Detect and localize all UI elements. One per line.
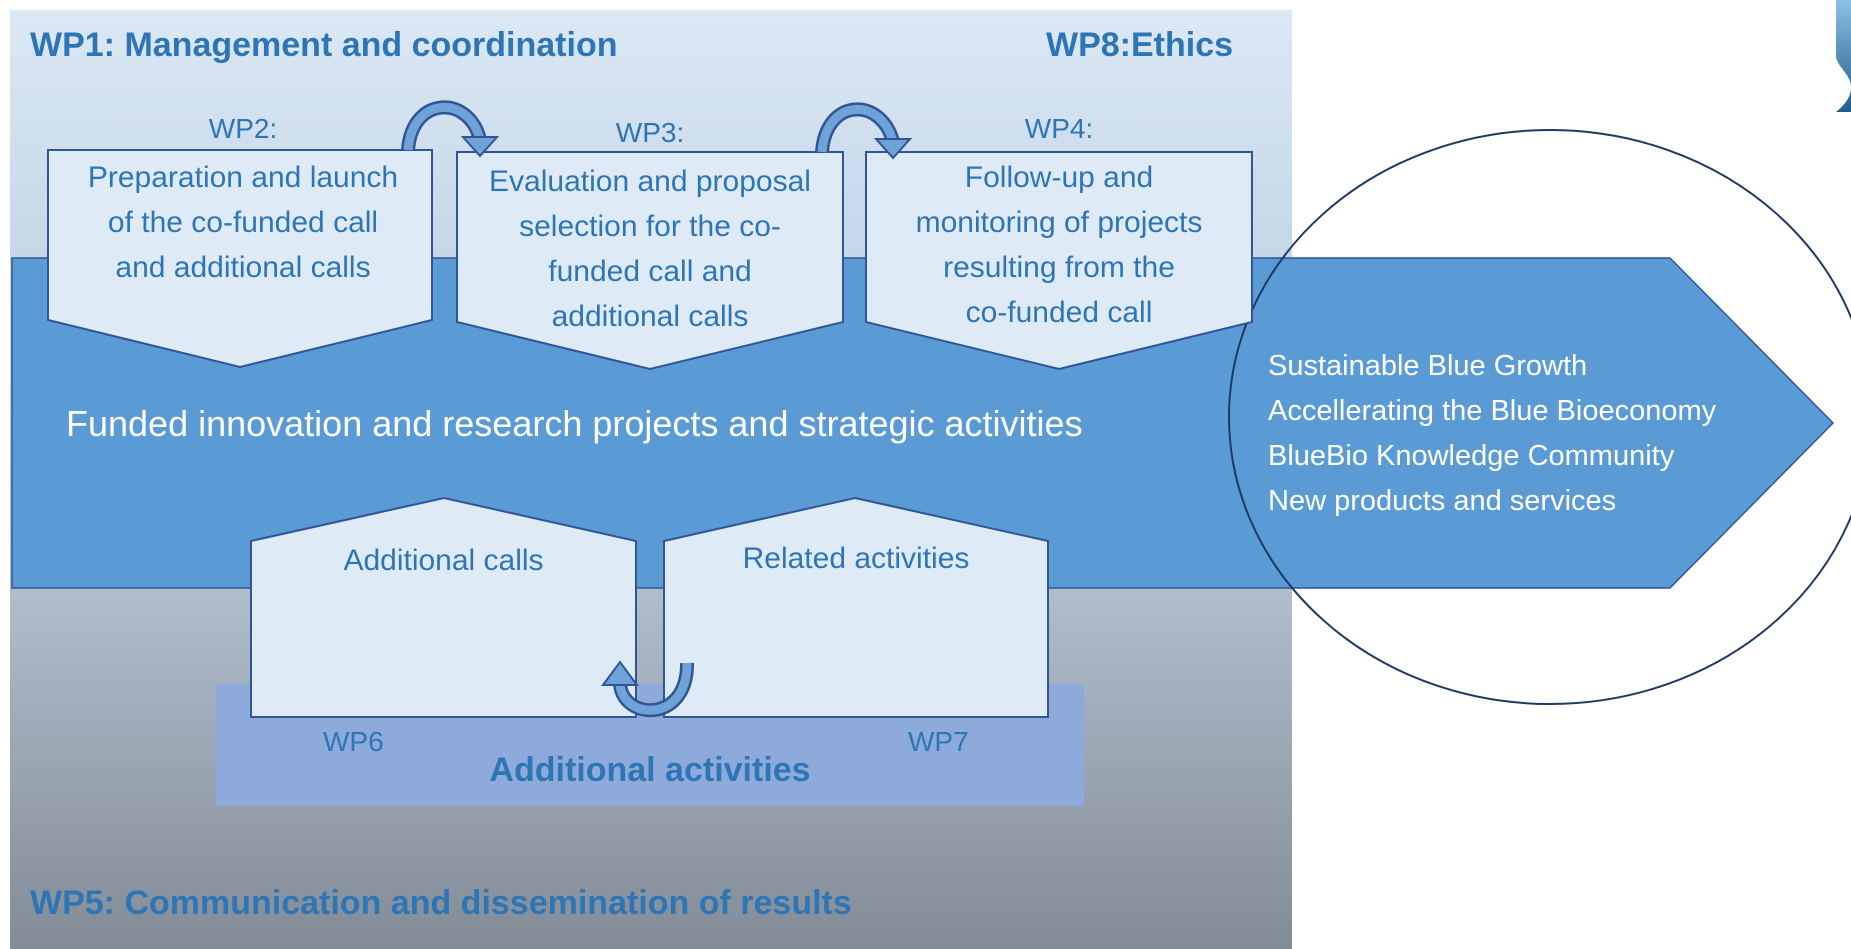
wp7-box-text: Related activities [742,542,970,575]
wp3-pentagon [456,151,844,371]
wp2-pentagon [47,149,433,369]
wp4-label: WP4: [1024,113,1094,144]
outcome-item: Accellerating the Blue Bioeconomy [1268,395,1717,427]
outcomes-ellipse [1228,129,1851,705]
curved-arrow-wp7-wp6 [601,660,695,718]
curved-arrow-wp2-wp3 [401,100,500,158]
wp5-title: WP5: Communication and dissemination of … [30,884,852,922]
wp2-label: WP2: [208,113,278,144]
wp6-box-text: Additional calls [343,544,544,577]
wp1-title: WP1: Management and coordination [30,26,618,64]
wp3-label: WP3: [615,117,685,148]
wp7-pentagon [663,496,1049,718]
wp3-text: Evaluation and proposal selection for th… [489,165,811,333]
curved-arrow-wp3-wp4 [815,102,913,160]
wp7-label: WP7 [908,726,969,757]
outcomes-list: Sustainable Blue Growth Accellerating th… [1268,344,1716,524]
wp4-pentagon [865,151,1253,371]
wp6-pentagon [250,496,637,718]
additional-activities-label: Additional activities [489,751,811,789]
outcome-item: New products and services [1268,485,1617,517]
outcome-item: Sustainable Blue Growth [1268,350,1588,382]
outcome-item: BlueBio Knowledge Community [1268,440,1675,472]
main-arrow-text: Funded innovation and research projects … [66,403,1083,444]
wp2-text: Preparation and launch of the co-funded … [87,161,399,284]
wp8-title: WP8:Ethics [1046,26,1234,64]
wp6-label: WP6 [323,726,384,757]
wp4-text: Follow-up and monitoring of projects res… [915,161,1203,329]
corner-tab-shape [1836,0,1851,112]
